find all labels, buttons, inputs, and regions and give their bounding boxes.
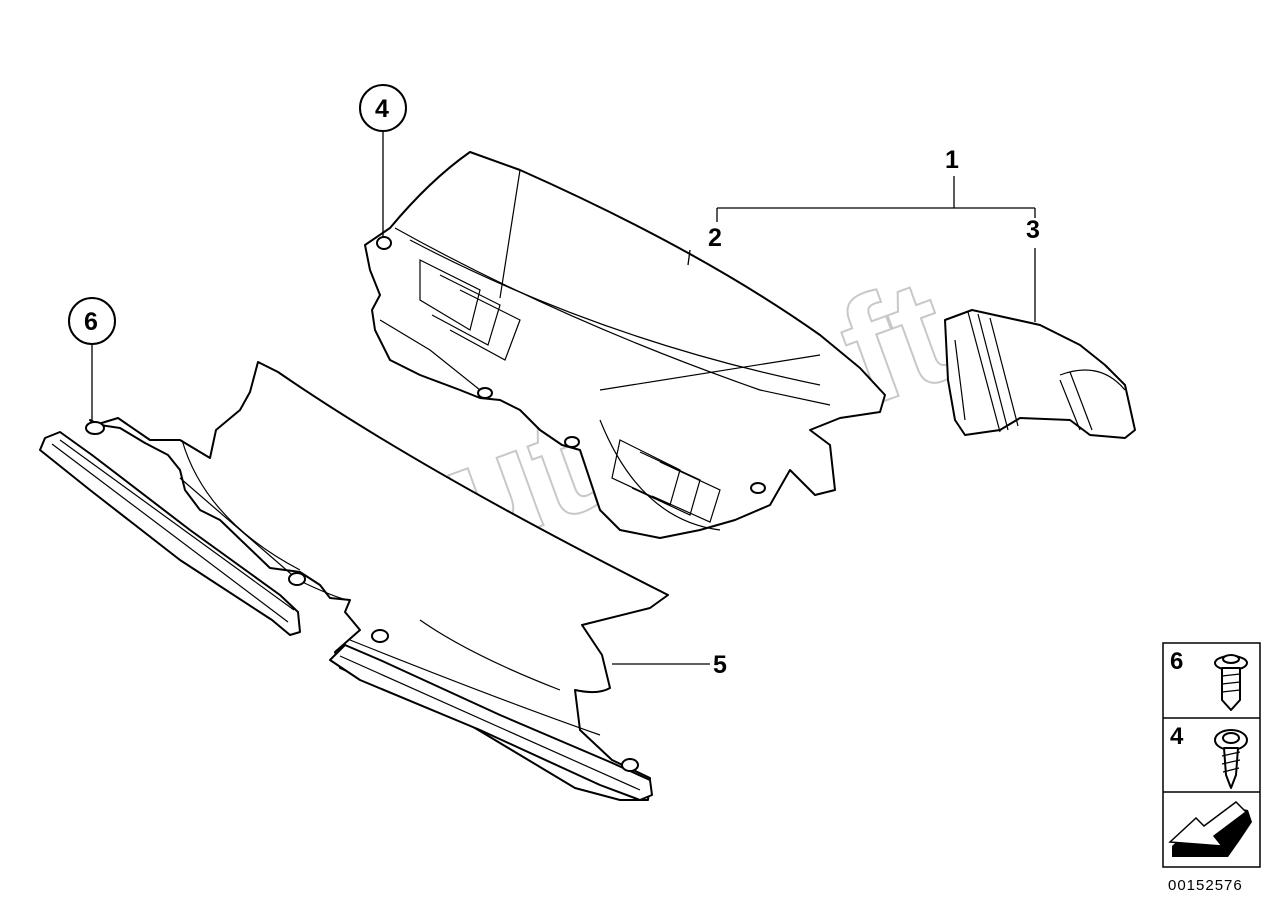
- callout-2: 2: [708, 224, 722, 252]
- part-3-intake-boot: [944, 309, 1136, 439]
- callout-6: 6: [84, 308, 98, 336]
- self-tapping-screw-icon: [1214, 729, 1248, 789]
- legend-item-6: 6: [1170, 648, 1183, 675]
- direction-arrow-icon: [1168, 801, 1252, 857]
- callout-5: 5: [713, 651, 727, 679]
- fastener-legend: 6 4: [1162, 642, 1261, 868]
- callout-3: 3: [1026, 216, 1040, 244]
- part-5-cowl-panel: [39, 361, 669, 801]
- legend-item-4: 4: [1170, 723, 1184, 750]
- part-2-intake-duct: [364, 151, 886, 539]
- screw-icon: [1214, 654, 1248, 711]
- leader-lines: [91, 132, 1036, 665]
- document-number: 00152576: [1168, 877, 1243, 894]
- callout-1: 1: [945, 146, 959, 174]
- callout-4: 4: [375, 95, 389, 123]
- callout-4-circle: 4: [359, 84, 407, 132]
- callout-6-circle: 6: [68, 297, 116, 345]
